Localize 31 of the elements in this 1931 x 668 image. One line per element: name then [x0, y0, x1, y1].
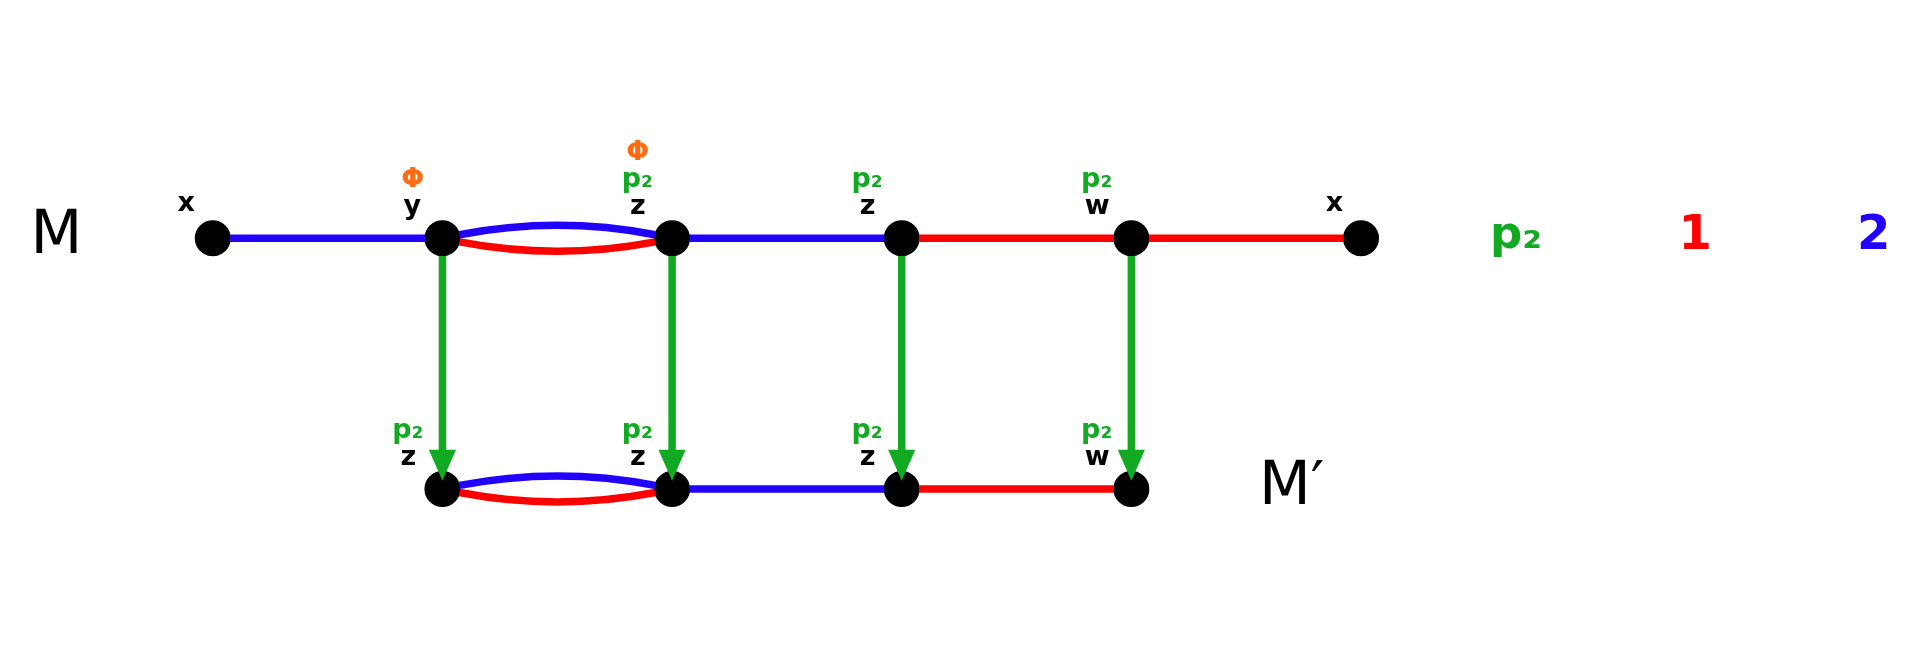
- arrow: [1117, 256, 1145, 481]
- legend-label: 1: [1678, 203, 1712, 260]
- node-circle: [654, 220, 691, 257]
- connector: [230, 234, 426, 243]
- node-circle: [1113, 220, 1150, 257]
- connector: [919, 234, 1114, 243]
- arrow: [658, 256, 686, 481]
- connector: [1148, 234, 1344, 243]
- legend-label: 2: [1857, 203, 1891, 260]
- node-label: x: [177, 186, 195, 218]
- node-circle: [883, 220, 920, 257]
- connector: [458, 221, 656, 239]
- label: M: [30, 197, 83, 268]
- node-circle: [883, 470, 920, 507]
- node-label: x: [1325, 186, 1344, 218]
- node-circle: [194, 220, 231, 257]
- connector: [458, 472, 656, 490]
- connector: [689, 485, 885, 493]
- label: p₂: [1490, 206, 1543, 260]
- node-circle: [424, 470, 461, 507]
- connector: [689, 234, 885, 243]
- node-circle: [1113, 470, 1150, 507]
- connector: [458, 238, 656, 255]
- node-circle: [424, 220, 461, 257]
- label: M′: [1258, 447, 1325, 518]
- node-circle: [654, 470, 691, 507]
- connector: [458, 488, 656, 506]
- arrow: [888, 256, 916, 481]
- arrow: [428, 256, 457, 481]
- node-circle: [1343, 220, 1379, 257]
- connector: [919, 485, 1114, 493]
